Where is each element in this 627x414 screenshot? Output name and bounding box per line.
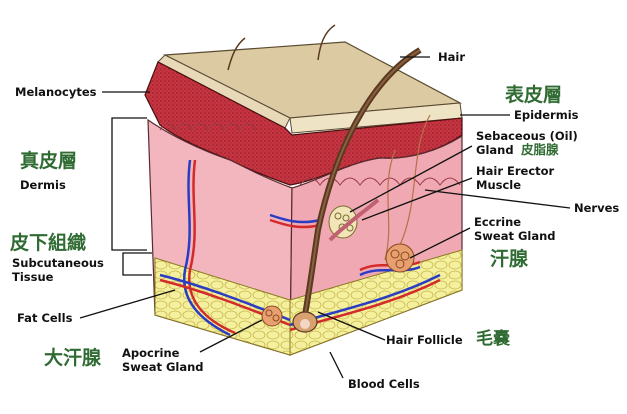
apocrine-label-line2: Sweat Gland	[122, 360, 204, 374]
hair-follicle-bulb	[292, 311, 318, 333]
subcutaneous-label-line1: Subcutaneous	[12, 256, 104, 270]
subcutaneous-chinese-label: 皮下組織	[10, 232, 87, 254]
subcutaneous-label-line2: Tissue	[12, 270, 54, 284]
sebaceous-label-line2: Gland	[476, 143, 514, 157]
epidermis-label: Epidermis	[514, 108, 579, 122]
hair-erector-label-line2: Muscle	[476, 178, 522, 192]
layer-brackets	[111, 117, 152, 276]
dermis-label: Dermis	[20, 178, 66, 192]
hair-erector-muscle	[328, 198, 380, 242]
hair-follicle-label: Hair Follicle	[386, 333, 463, 347]
apocrine-chinese-label: 大汗腺	[44, 347, 102, 369]
eccrine-chinese-label: 汗腺	[490, 248, 529, 270]
apocrine-label-line1: Apocrine	[122, 346, 180, 360]
hair-label: Hair	[438, 50, 465, 64]
hair-shaft	[227, 24, 422, 321]
sebaceous-chinese-label: 皮脂腺	[521, 142, 559, 157]
leader-lines	[79, 56, 571, 379]
hair-erector-label-line1: Hair Erector	[476, 164, 555, 178]
apocrine-gland	[261, 305, 283, 327]
sebaceous-label-line1: Sebaceous (Oil)	[476, 129, 578, 143]
nerves-label: Nerves	[574, 201, 620, 215]
eccrine-label-line2: Sweat Gland	[474, 229, 556, 243]
fat-cells-label: Fat Cells	[17, 311, 73, 325]
melanocytes-label: Melanocytes	[15, 85, 97, 99]
eccrine-gland	[385, 243, 415, 273]
eccrine-label-line1: Eccrine	[474, 215, 522, 229]
hair-follicle-chinese-label: 毛嚢	[476, 329, 510, 349]
blood-cells-label: Blood Cells	[348, 377, 420, 391]
epidermis-chinese-label: 表皮層	[505, 84, 563, 106]
dermis-chinese-label: 真皮層	[20, 150, 78, 172]
epidermis-surface	[157, 41, 463, 134]
